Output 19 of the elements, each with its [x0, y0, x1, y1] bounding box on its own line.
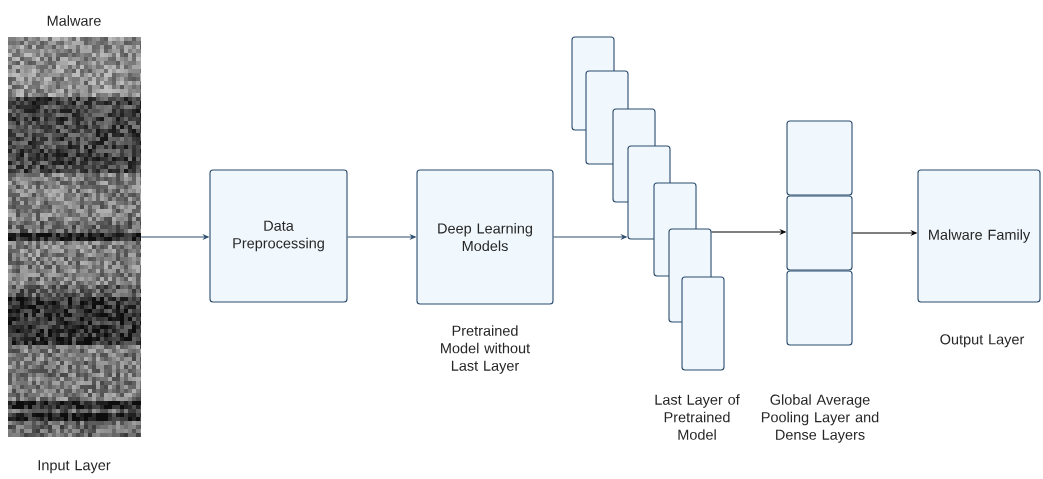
- layer-caption: Malware: [47, 15, 101, 26]
- layer-caption: Pretrained Model without Last Layer: [441, 325, 530, 374]
- process-box: Data Preprocessing: [209, 169, 348, 303]
- process-box: Deep Learning Models: [416, 169, 554, 305]
- malware-image-drawing: [8, 37, 141, 437]
- arrow: [711, 229, 786, 235]
- layer-caption: Output Layer: [940, 334, 1025, 348]
- dense-layer-box: [786, 120, 853, 196]
- layer-caption: Global Average Pooling Layer and Dense Layers: [761, 394, 879, 443]
- dense-layer-box: [786, 270, 853, 346]
- process-box: Malware Family: [917, 169, 1041, 303]
- arrow: [553, 234, 627, 240]
- arrow: [852, 230, 917, 236]
- arrow: [347, 234, 416, 240]
- feature-map-box: [681, 276, 725, 371]
- arrow: [140, 234, 209, 240]
- layer-caption: Input Layer: [38, 460, 111, 474]
- layer-caption: Last Layer of Pretrained Model: [655, 394, 740, 440]
- dense-layer-box: [786, 195, 853, 271]
